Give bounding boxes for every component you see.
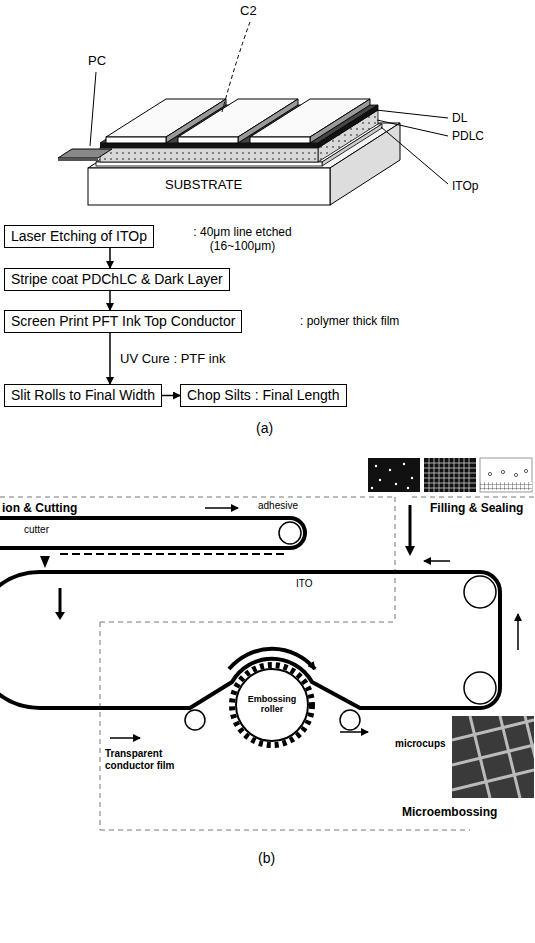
callout-label: DL: [452, 112, 467, 126]
inset-panels: [488, 469, 527, 476]
inset-panels: [371, 487, 373, 489]
callout-label: PDLC: [452, 130, 484, 144]
process-box: Chop Silts : Final Length: [180, 384, 347, 407]
figure-caption: (a): [256, 420, 273, 436]
leader-line: [90, 72, 96, 146]
inset-panels: [488, 472, 491, 475]
main-belt: [185, 710, 205, 730]
stripe-device-drawing: [58, 149, 112, 158]
process-box: Laser Etching of ITOp: [4, 225, 154, 248]
main-belt: [55, 612, 65, 620]
main-belt: [517, 614, 519, 650]
stripe-device-drawing: [178, 137, 238, 143]
flow-arrow: [162, 395, 180, 397]
sem-image: [452, 716, 535, 798]
inset-panels: [501, 470, 504, 473]
lamination-belt: [0, 508, 305, 568]
inset-panels: [368, 458, 532, 492]
main-belt: [424, 560, 450, 562]
inset-panels: [379, 479, 381, 481]
edge-label: UV Cure : PTF ink: [118, 351, 227, 367]
section-label: Microembossing: [402, 806, 497, 820]
inset-panels: [411, 477, 413, 479]
part-label: cutter: [24, 524, 49, 536]
box-text: Laser Etching of ITOp: [11, 228, 147, 245]
main-belt: [0, 505, 518, 745]
box-text: Chop Silts : Final Length: [187, 387, 340, 404]
part-label: ITO: [296, 578, 312, 590]
inset-panels: [403, 463, 405, 465]
main-belt: [229, 649, 315, 669]
main-belt: [236, 669, 308, 741]
flow-arrow: [109, 291, 111, 310]
inset-panels: [407, 487, 409, 489]
leader-line: [90, 22, 448, 184]
part-label: adhesive: [258, 500, 298, 512]
stripe-device-drawing: [250, 99, 370, 137]
inset-panels: [480, 482, 532, 490]
inset-panels: [395, 483, 397, 485]
main-belt: [232, 665, 312, 745]
lamination-belt: [0, 518, 305, 548]
leader-line: [376, 110, 448, 118]
box-text: Screen Print PFT Ink Top Conductor: [11, 313, 235, 330]
box-text: Stripe coat PDChLC & Dark Layer: [11, 271, 223, 288]
inset-panels: [480, 458, 532, 492]
process-note: : polymer thick film: [300, 315, 399, 329]
main-belt: [464, 672, 496, 704]
process-box: Stripe coat PDChLC & Dark Layer: [4, 268, 230, 291]
inset-panels: [514, 473, 517, 476]
main-belt: [405, 546, 415, 556]
lamination-belt: [279, 522, 301, 544]
stripe-device-drawing: [58, 158, 98, 161]
inset-panels: [424, 458, 476, 492]
main-belt: [340, 731, 368, 733]
leader-line: [381, 127, 448, 184]
figure-caption: (b): [258, 850, 275, 866]
lamination-belt: [40, 556, 50, 568]
stripe-device-drawing: [100, 148, 318, 162]
stripe-device-drawing: [100, 143, 318, 148]
part-label: Transparent conductor film: [105, 748, 195, 771]
part-label: microcups: [395, 738, 446, 750]
flow-arrow: [109, 333, 111, 384]
flow-arrow: [109, 248, 111, 268]
inset-panels: [375, 465, 377, 467]
stripe-device-drawing: [250, 137, 310, 143]
section-label: ion & Cutting: [2, 502, 77, 516]
callout-label: PC: [88, 54, 106, 69]
stripe-device-drawing: [88, 168, 330, 205]
part-label: Embossing roller: [242, 694, 302, 715]
main-belt: [340, 710, 360, 730]
lamination-belt: [205, 507, 238, 509]
leader-line: [377, 120, 448, 136]
main-belt: [409, 505, 412, 546]
stripe-device-drawing: [58, 99, 400, 205]
main-belt: [110, 737, 140, 739]
inset-panels: [524, 469, 527, 472]
stripe-device-drawing: [310, 99, 370, 143]
lamination-belt: [60, 553, 285, 555]
section-label: Filling & Sealing: [430, 502, 523, 516]
main-belt: [59, 588, 62, 612]
stripe-device-drawing: [96, 162, 322, 166]
callout-label: C2: [240, 4, 257, 19]
inset-panels: [371, 463, 413, 489]
inset-panels: [368, 458, 420, 492]
process-note: : 40μm line etched (16~100μm): [180, 226, 305, 254]
section-frame: [0, 497, 535, 830]
process-box: Screen Print PFT Ink Top Conductor: [4, 310, 242, 333]
process-box: Slit Rolls to Final Width: [4, 384, 162, 407]
main-belt: [464, 576, 496, 608]
inset-panels: [389, 469, 391, 471]
part-label: SUBSTRATE: [165, 178, 242, 193]
inset-panels: [424, 458, 476, 492]
box-text: Slit Rolls to Final Width: [11, 387, 155, 404]
sem-image: [452, 716, 534, 798]
leader-line: [222, 22, 250, 112]
stripe-device-drawing: [106, 137, 166, 143]
callout-label: ITOp: [452, 180, 478, 194]
